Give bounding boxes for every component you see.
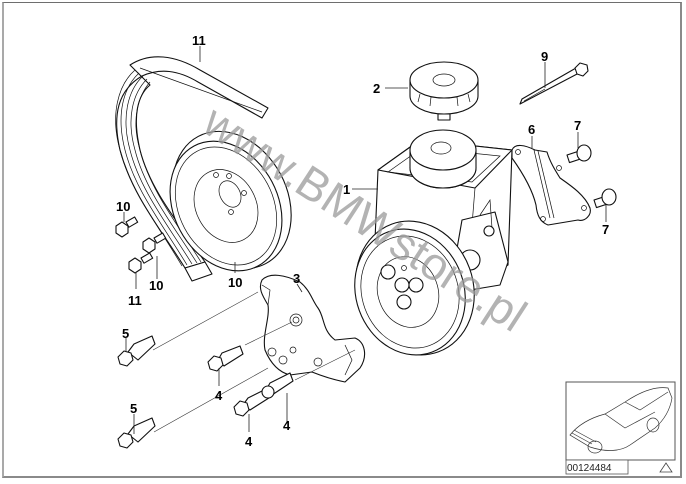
label-7a: 7 xyxy=(574,118,581,133)
label-5b: 5 xyxy=(130,401,137,416)
long-bolt[interactable] xyxy=(519,62,589,105)
reservoir-cap[interactable] xyxy=(409,61,479,121)
label-9: 10 xyxy=(228,275,242,290)
leader-lines xyxy=(123,46,607,434)
label-10b: 10 xyxy=(149,278,163,293)
collar-screw-1[interactable] xyxy=(566,144,592,164)
label-6: 6 xyxy=(528,122,535,137)
label-4b: 4 xyxy=(245,434,253,449)
label-10a: 10 xyxy=(116,199,130,214)
assembly-line xyxy=(294,349,356,381)
ribbed-belt[interactable] xyxy=(115,56,269,282)
triangle-icon xyxy=(659,462,673,473)
car-silhouette xyxy=(569,387,673,454)
label-7b: 7 xyxy=(602,222,609,237)
hex-bolt-3[interactable] xyxy=(261,372,294,399)
label-11: 11 xyxy=(192,33,206,48)
hex-bolt-long-2[interactable] xyxy=(117,417,156,449)
label-1: 1 xyxy=(343,182,350,197)
label-4c: 4 xyxy=(283,418,291,433)
label-10c: 11 xyxy=(128,293,142,308)
belt-pulley[interactable] xyxy=(148,111,314,291)
diagram-frame xyxy=(2,2,682,478)
support-plate[interactable] xyxy=(511,144,591,226)
assembly-line xyxy=(244,321,293,346)
pump-bracket[interactable] xyxy=(259,274,366,383)
collar-screw-2[interactable] xyxy=(593,188,617,209)
illustration-number-box xyxy=(565,459,629,475)
assembly-line xyxy=(152,291,259,351)
label-2: 2 xyxy=(373,81,380,96)
hex-bolt-long-1[interactable] xyxy=(117,335,156,367)
label-5a: 5 xyxy=(122,326,129,341)
pulley-bolt-1[interactable] xyxy=(115,216,139,238)
assembly-line xyxy=(153,367,269,433)
pulley-bolt-2[interactable] xyxy=(142,232,167,254)
hex-bolt-1[interactable] xyxy=(207,345,244,372)
label-3: 3 xyxy=(293,271,300,286)
label-4a: 4 xyxy=(215,388,223,403)
power-steering-pump[interactable] xyxy=(337,129,513,372)
vehicle-inset: 00124484 xyxy=(565,381,676,475)
illustration-number: 00124484 xyxy=(567,463,612,474)
pulley-bolt-3[interactable] xyxy=(128,252,154,274)
label-8: 9 xyxy=(541,49,548,64)
